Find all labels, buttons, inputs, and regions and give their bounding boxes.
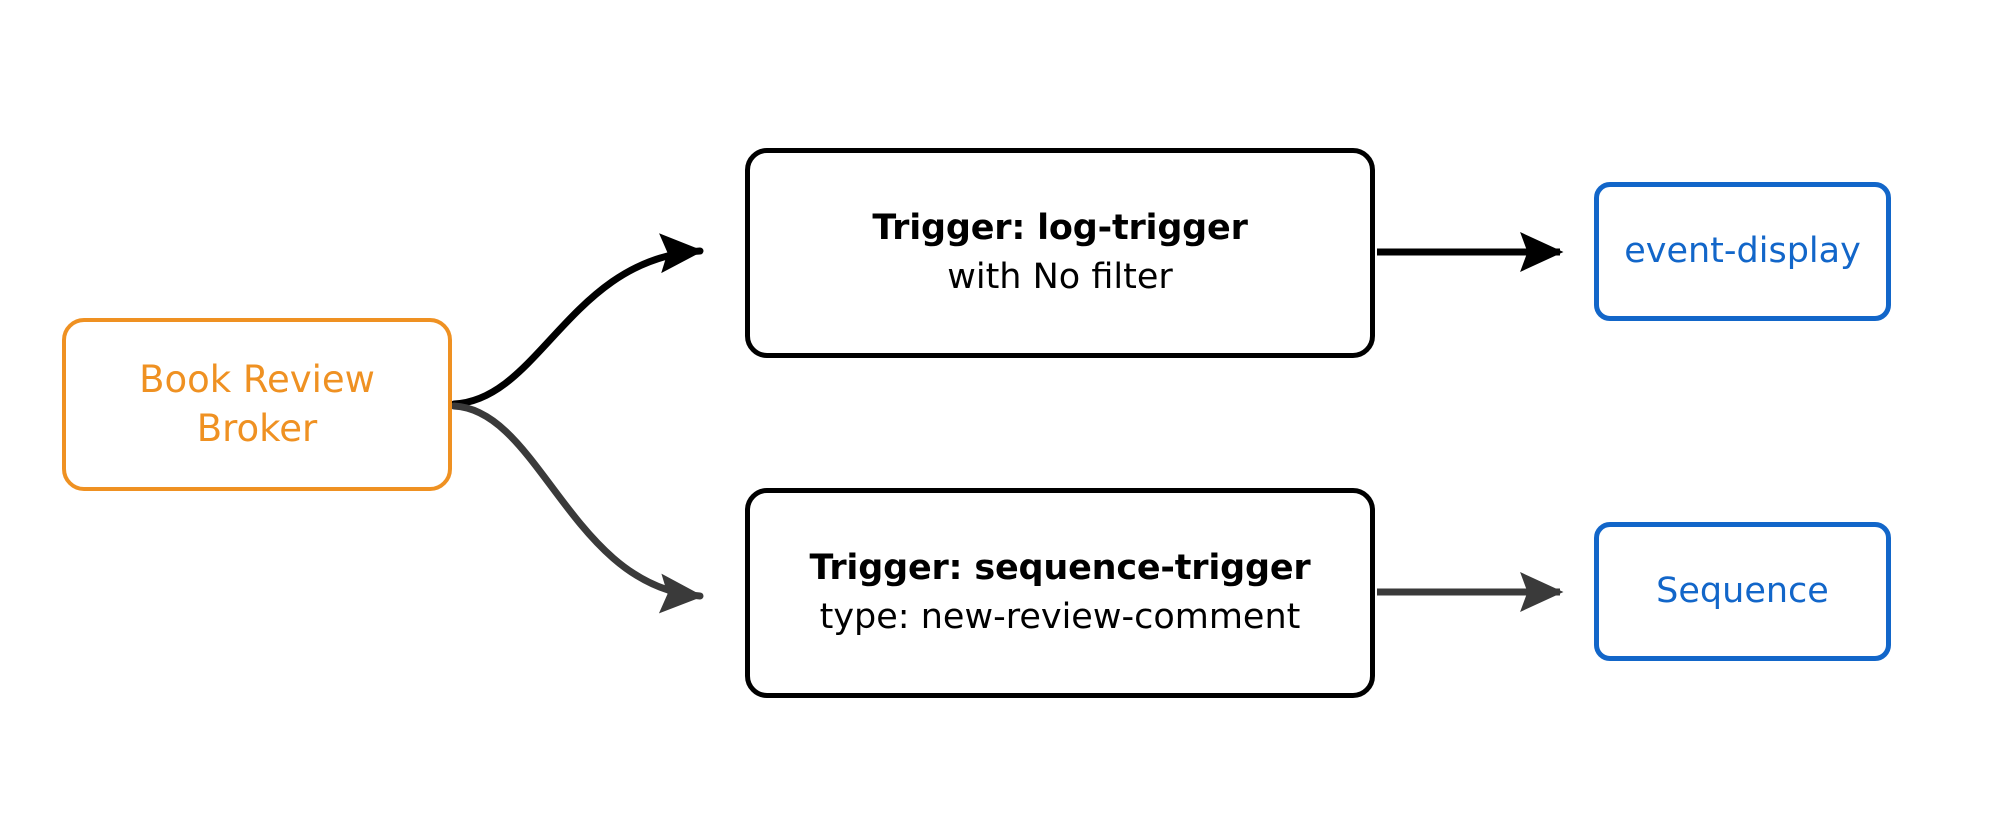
trigger-node-sequence-trigger[interactable]: Trigger: sequence-trigger type: new-revi…	[745, 488, 1375, 698]
trigger-title-sequence-trigger: Trigger: sequence-trigger	[809, 547, 1311, 588]
sink-label-sequence: Sequence	[1656, 570, 1829, 611]
broker-label-line1: Book Review	[139, 358, 375, 402]
edge-broker-to-sequence-trigger	[450, 402, 704, 614]
trigger-node-log-trigger[interactable]: Trigger: log-trigger with No filter	[745, 148, 1375, 358]
sink-node-event-display[interactable]: event-display	[1594, 182, 1891, 321]
sink-label-event-display: event-display	[1624, 230, 1861, 271]
trigger-subtitle-sequence-trigger: type: new-review-comment	[819, 597, 1301, 637]
trigger-subtitle-log-trigger: with No filter	[947, 257, 1173, 297]
sink-node-sequence[interactable]: Sequence	[1594, 522, 1891, 661]
broker-label-line2: Broker	[196, 406, 318, 450]
broker-node[interactable]: Book Review Broker	[62, 318, 452, 491]
trigger-title-log-trigger: Trigger: log-trigger	[872, 207, 1248, 248]
edge-broker-to-log-trigger	[450, 233, 704, 408]
